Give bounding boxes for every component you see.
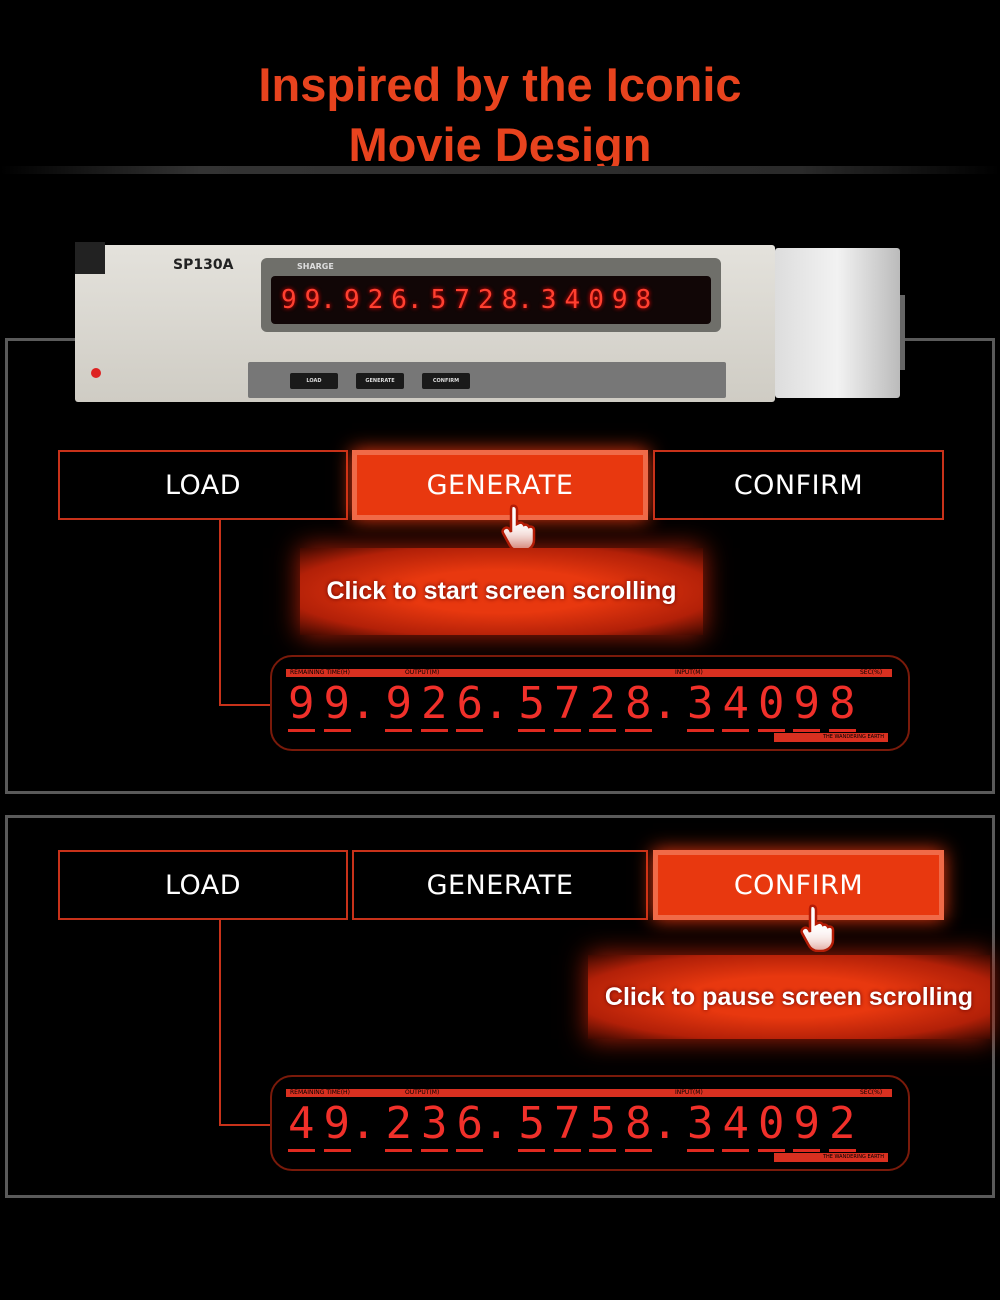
confirm-button[interactable]: CONFIRM xyxy=(653,450,944,520)
tooltip: Click to pause screen scrolling xyxy=(588,955,990,1039)
confirm-button[interactable]: CONFIRM xyxy=(653,850,944,920)
display-label: REMAINING TIME(H) xyxy=(290,1089,350,1096)
display-sub-label: THE WANDERING EARTH xyxy=(774,1153,888,1162)
display-digit: 9 xyxy=(793,678,820,732)
device-button-generate: GENERATE xyxy=(356,373,404,389)
display-digit: 7 xyxy=(553,678,581,732)
confirm-label: CONFIRM xyxy=(733,869,864,901)
device-digit: 5 xyxy=(430,285,447,315)
scrolling-display: REMAINING TIME(H) OUTPUT(M) INPUT(M) SEC(%)… xyxy=(270,1075,910,1171)
display-digit: 3 xyxy=(420,1098,448,1152)
hand-cursor-icon xyxy=(797,902,841,953)
headline-line-2: Movie Design xyxy=(348,118,652,171)
device-digit: 2 xyxy=(477,285,494,315)
tooltip-text: Click to start screen scrolling xyxy=(326,577,677,605)
device-digit: 9 xyxy=(281,285,297,315)
device-button-confirm: CONFIRM xyxy=(422,373,470,389)
confirm-label: CONFIRM xyxy=(733,469,864,501)
generate-button[interactable]: GENERATE xyxy=(352,850,648,920)
display-label: INPUT(M) xyxy=(675,1089,703,1096)
display-label: OUTPUT(M) xyxy=(405,669,440,676)
load-button[interactable]: LOAD xyxy=(58,850,348,920)
display-label: SEC(%) xyxy=(860,1089,883,1096)
device-digit: 4 xyxy=(564,285,581,315)
display-label-bar: REMAINING TIME(H) OUTPUT(M) INPUT(M) SEC(%) xyxy=(286,1089,892,1097)
display-label: SEC(%) xyxy=(860,669,883,676)
display-digit: 7 xyxy=(553,1098,581,1152)
display-digit: 5 xyxy=(589,1098,616,1152)
display-digit: 9. xyxy=(323,1098,377,1152)
display-digit: 6. xyxy=(456,678,510,732)
display-sub-label: THE WANDERING EARTH xyxy=(774,733,888,742)
display-digit: 2 xyxy=(589,678,616,732)
divider xyxy=(0,166,1000,174)
device-digit: 7 xyxy=(454,285,470,315)
device-model: SP130A xyxy=(173,257,234,273)
display-digit: 0 xyxy=(757,678,785,732)
device-digit: 0 xyxy=(588,285,604,315)
display-digit: 2 xyxy=(385,1098,412,1152)
display-digit: 9. xyxy=(323,678,377,732)
connector-line xyxy=(219,920,221,1125)
display-digit: 3 xyxy=(686,1098,714,1152)
display-digit: 2 xyxy=(420,678,448,732)
display-label: REMAINING TIME(H) xyxy=(290,669,350,676)
display-label: OUTPUT(M) xyxy=(405,1089,440,1096)
load-label: LOAD xyxy=(164,869,242,901)
hand-cursor-icon xyxy=(498,502,542,553)
generate-label: GENERATE xyxy=(426,469,574,501)
load-label: LOAD xyxy=(164,469,242,501)
display-digit: 9 xyxy=(385,678,412,732)
generate-button[interactable]: GENERATE xyxy=(352,450,648,520)
display-digit: 5 xyxy=(518,678,545,732)
device-digit: 9 xyxy=(343,285,360,315)
device-digit: 2 xyxy=(367,285,384,315)
headline-line-1: Inspired by the Iconic xyxy=(258,58,742,111)
scrolling-display: REMAINING TIME(H) OUTPUT(M) INPUT(M) SEC(%)… xyxy=(270,655,910,751)
display-digit: 9 xyxy=(288,678,315,732)
tooltip: Click to start screen scrolling xyxy=(300,548,703,635)
device-digit: 8 xyxy=(635,285,652,315)
device-brand: SHARGE xyxy=(297,262,334,271)
connector-line xyxy=(219,1124,271,1126)
display-digit: 4 xyxy=(288,1098,315,1152)
display-digit: 6. xyxy=(456,1098,510,1152)
display-digit: 8. xyxy=(624,1098,678,1152)
display-digit: 4 xyxy=(722,678,749,732)
connector-line xyxy=(219,704,271,706)
generate-label: GENERATE xyxy=(426,869,574,901)
connector-line xyxy=(219,520,221,705)
device-digit: 9. xyxy=(304,285,336,315)
device-digit: 3 xyxy=(540,285,557,315)
display-label-bar: REMAINING TIME(H) OUTPUT(M) INPUT(M) SEC(%) xyxy=(286,669,892,677)
display-digit: 8 xyxy=(828,678,856,732)
display-digit: 8. xyxy=(624,678,678,732)
tooltip-text: Click to pause screen scrolling xyxy=(604,982,974,1011)
display-digit: 2 xyxy=(828,1098,856,1152)
load-button[interactable]: LOAD xyxy=(58,450,348,520)
device-digit: 6. xyxy=(391,285,423,315)
display-digit: 0 xyxy=(757,1098,785,1152)
display-digit: 9 xyxy=(793,1098,820,1152)
device-digit: 9 xyxy=(611,285,628,315)
device-digit: 8. xyxy=(501,285,533,315)
display-digit: 4 xyxy=(722,1098,749,1152)
device-button-load: LOAD xyxy=(290,373,338,389)
display-digit: 3 xyxy=(686,678,714,732)
display-label: INPUT(M) xyxy=(675,669,703,676)
display-digit: 5 xyxy=(518,1098,545,1152)
power-icon xyxy=(91,368,101,378)
panel-confirm xyxy=(5,815,995,1198)
